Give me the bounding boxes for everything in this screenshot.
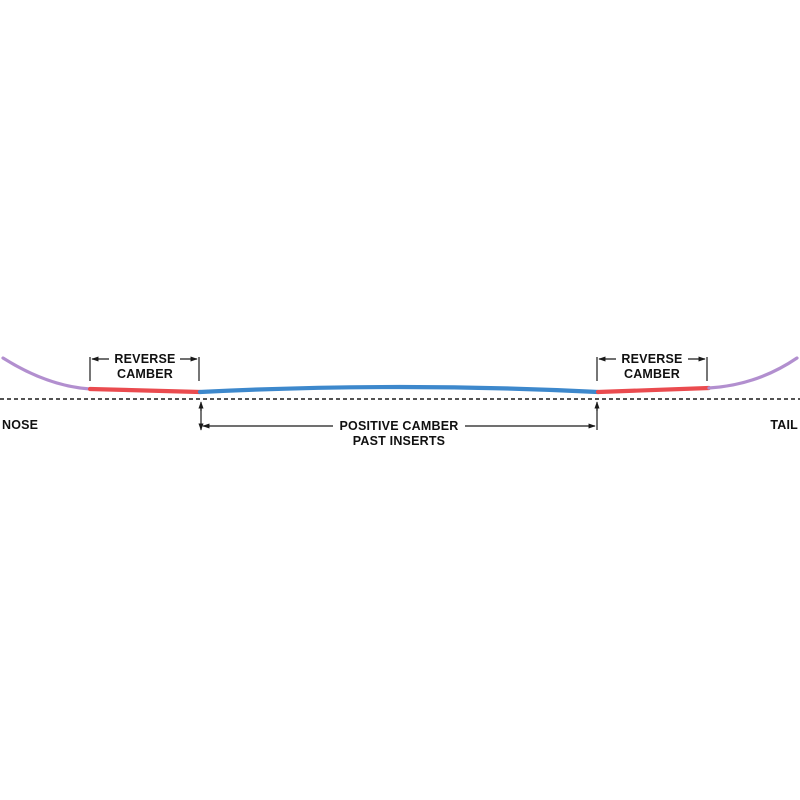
reverse-camber-right-bracket — [596, 356, 708, 381]
tail-tip-segment — [707, 356, 799, 390]
reverse-camber-left-bracket — [89, 356, 200, 381]
tail-label: TAIL — [770, 418, 798, 432]
positive-camber-label-line1: POSITIVE CAMBER — [340, 419, 459, 433]
reverse-camber-right-label-line1: REVERSE — [621, 352, 682, 366]
nose-tip-segment — [1, 356, 92, 391]
positive-camber-label-line2: PAST INSERTS — [353, 434, 445, 448]
tail-reverse-camber-segment — [595, 385, 712, 395]
nose-label: NOSE — [2, 418, 38, 432]
reverse-camber-right-label-line2: CAMBER — [624, 367, 680, 381]
reverse-camber-left-label-line1: REVERSE — [114, 352, 175, 366]
nose-reverse-camber-segment — [87, 386, 203, 395]
reverse-camber-left-label-line2: CAMBER — [117, 367, 173, 381]
positive-camber-segment — [197, 384, 601, 395]
positive-camber-bracket — [198, 401, 600, 431]
